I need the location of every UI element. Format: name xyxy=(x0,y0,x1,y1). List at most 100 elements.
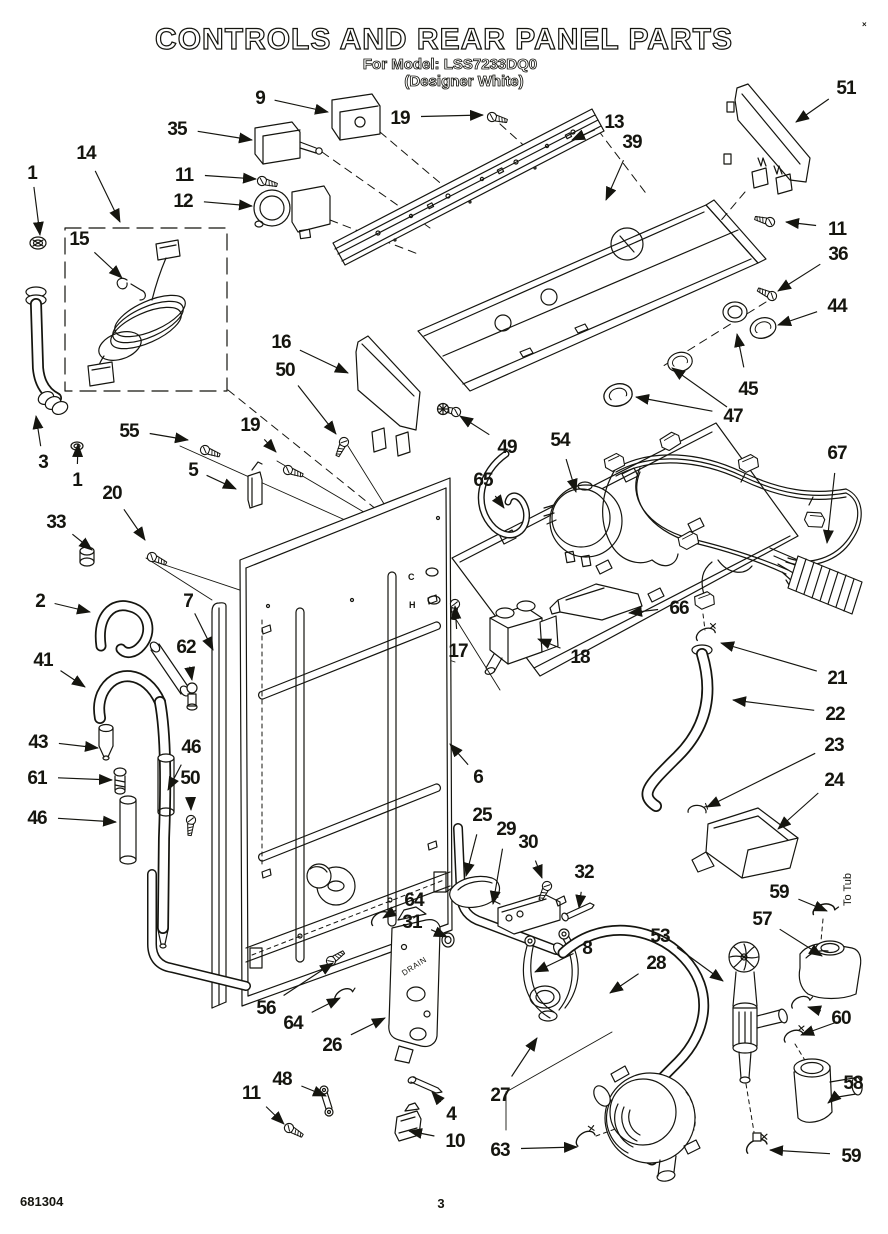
to-tub-label: To Tub xyxy=(842,873,854,906)
callout-9: 9 xyxy=(255,88,329,115)
part-harness-box-14 xyxy=(64,227,228,392)
part-coupler-61 xyxy=(113,767,127,795)
part-hose-41 xyxy=(93,670,172,949)
svg-text:50: 50 xyxy=(180,768,200,789)
svg-text:23: 23 xyxy=(824,735,844,756)
svg-text:18: 18 xyxy=(570,647,590,668)
callout-50: 50 xyxy=(275,360,337,435)
part-hinge-5 xyxy=(247,461,263,509)
part-tube-46-left xyxy=(119,795,137,865)
callout-1: 1 xyxy=(72,443,84,491)
screw-55 xyxy=(198,443,222,461)
part-link-48 xyxy=(319,1085,334,1117)
callout-65: 65 xyxy=(473,470,505,509)
part-end-bracket-right xyxy=(723,83,811,195)
callout-36: 36 xyxy=(777,244,849,292)
svg-text:9: 9 xyxy=(255,88,265,109)
svg-text:33: 33 xyxy=(46,512,66,533)
svg-text:57: 57 xyxy=(752,909,772,930)
callout-2: 2 xyxy=(35,591,91,615)
callout-10: 10 xyxy=(408,1128,466,1152)
svg-text:66: 66 xyxy=(669,598,689,619)
part-pressure-switch-12 xyxy=(253,185,331,240)
svg-text:39: 39 xyxy=(622,132,642,153)
callout-64: 64 xyxy=(283,997,341,1034)
part-wire-harness-15 xyxy=(87,239,186,387)
callout-22: 22 xyxy=(732,696,846,725)
part-mounting-rail xyxy=(332,108,605,266)
callout-59: 59 xyxy=(769,882,828,912)
svg-text:24: 24 xyxy=(824,770,845,791)
part-water-valve-18 xyxy=(484,600,559,675)
svg-text:64: 64 xyxy=(404,890,425,911)
callout-39: 39 xyxy=(605,132,643,201)
svg-text:14: 14 xyxy=(76,143,97,164)
screw-19-top xyxy=(485,110,509,127)
svg-text:31: 31 xyxy=(402,912,423,933)
part-elbow-58 xyxy=(793,1058,863,1123)
callout-43: 43 xyxy=(28,732,99,753)
color-line: (Designer White) xyxy=(404,73,523,90)
part-switch-35 xyxy=(254,121,323,165)
part-pin-32 xyxy=(561,902,595,922)
screw-50-bottom xyxy=(184,814,197,837)
callout-20: 20 xyxy=(102,483,146,541)
screw-11-right xyxy=(753,212,777,229)
callout-6: 6 xyxy=(449,743,484,788)
svg-text:54: 54 xyxy=(550,430,571,451)
callout-50: 50 xyxy=(180,768,201,811)
svg-text:53: 53 xyxy=(650,926,670,947)
machine-drawing xyxy=(25,83,863,1182)
svg-text:3: 3 xyxy=(38,452,48,473)
callout-23: 23 xyxy=(706,735,845,808)
part-pressure-hose-65 xyxy=(477,450,531,539)
callout-3: 3 xyxy=(32,415,49,473)
svg-text:26: 26 xyxy=(322,1035,342,1056)
part-hose-2 xyxy=(94,600,191,697)
part-rings-60 xyxy=(782,993,815,1063)
part-pin-4 xyxy=(407,1076,443,1094)
svg-text:58: 58 xyxy=(843,1073,863,1094)
callout-21: 21 xyxy=(720,641,849,689)
callout-55: 55 xyxy=(119,421,189,444)
callout-13: 13 xyxy=(571,112,625,141)
svg-text:28: 28 xyxy=(646,953,666,974)
callout-1: 1 xyxy=(27,163,44,236)
part-inlet-hose-3 xyxy=(25,286,84,451)
part-flume-24 xyxy=(691,807,799,879)
part-bracket-66 xyxy=(549,583,643,621)
callout-63: 63 xyxy=(490,1140,578,1161)
callout-33: 33 xyxy=(46,512,93,551)
corner-mark: × xyxy=(862,20,867,29)
doc-number: 681304 xyxy=(20,1194,64,1209)
svg-text:30: 30 xyxy=(518,832,538,853)
callout-61: 61 xyxy=(27,768,113,789)
svg-text:64: 64 xyxy=(283,1013,304,1034)
part-valve-53 xyxy=(728,941,788,1133)
svg-text:16: 16 xyxy=(271,332,291,353)
callout-35: 35 xyxy=(167,119,253,144)
callout-53: 53 xyxy=(650,926,724,982)
callout-15: 15 xyxy=(69,229,123,279)
callout-54: 54 xyxy=(550,430,578,493)
callout-66: 66 xyxy=(628,598,690,619)
part-timer-motor-54 xyxy=(543,481,623,568)
screw-11-bottom xyxy=(282,1121,306,1141)
callout-46: 46 xyxy=(167,737,202,791)
svg-text:60: 60 xyxy=(831,1008,851,1029)
part-clip-49 xyxy=(436,402,463,419)
callout-49: 49 xyxy=(459,415,518,458)
part-cover-25 xyxy=(445,875,501,908)
part-elbow-57 xyxy=(798,940,862,1000)
extra-arrow xyxy=(800,1021,838,1036)
svg-text:35: 35 xyxy=(167,119,188,140)
callout-57: 57 xyxy=(752,909,823,957)
callout-11: 11 xyxy=(242,1083,285,1125)
callout-46: 46 xyxy=(27,808,117,829)
part-drain-flume-26 xyxy=(388,906,441,1064)
callout-8: 8 xyxy=(534,938,593,973)
callout-67: 67 xyxy=(822,443,848,544)
svg-text:20: 20 xyxy=(102,483,122,504)
page-title: CONTROLS AND REAR PANEL PARTS xyxy=(155,23,733,56)
